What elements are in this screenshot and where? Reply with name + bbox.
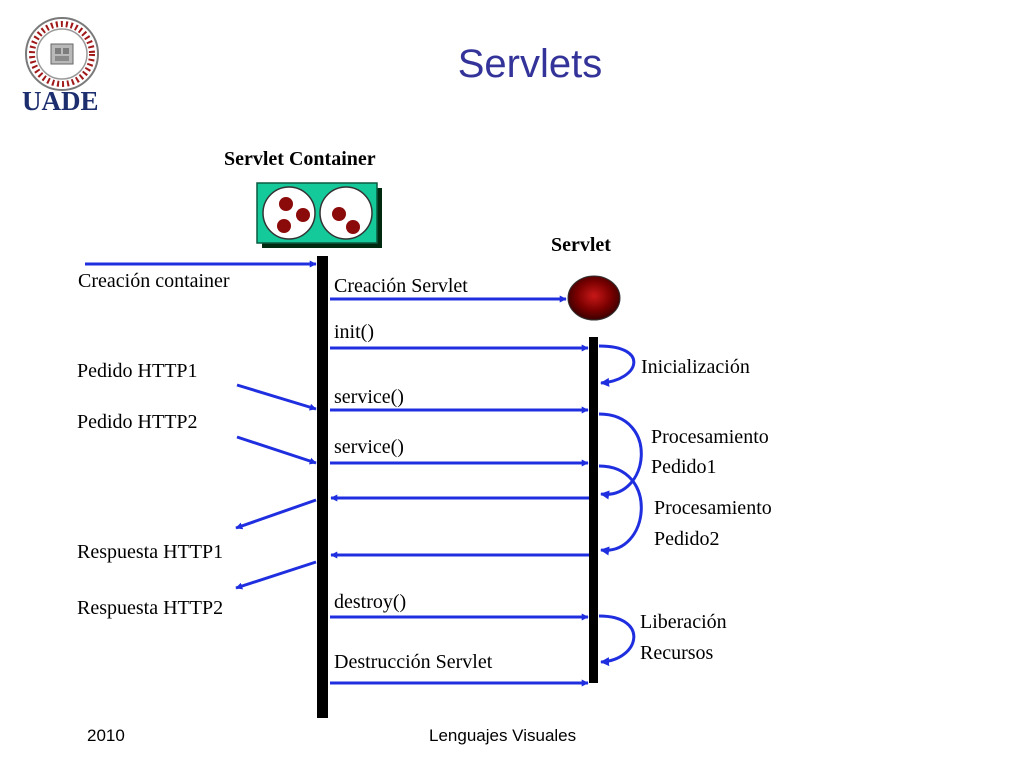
loop-inicializacion (598, 344, 636, 387)
label-creacion-container: Creación container (78, 270, 230, 292)
label-inicializacion: Inicialización (641, 356, 750, 378)
container-lifeline (317, 256, 328, 718)
label-recursos: Recursos (640, 642, 714, 664)
label-procesamiento-1: Procesamiento (651, 426, 769, 448)
label-init: init() (334, 321, 374, 343)
label-destroy: destroy() (334, 591, 407, 613)
footer-year: 2010 (87, 726, 125, 745)
university-seal-icon (25, 17, 99, 91)
arrow-pedido-http1 (236, 383, 317, 411)
label-pedido2: Pedido2 (654, 528, 720, 550)
servlet-object-icon (567, 275, 621, 321)
servlet-label: Servlet (551, 234, 611, 256)
servlet-lifeline (589, 337, 598, 683)
label-service-2: service() (334, 436, 404, 458)
servlet-container-label: Servlet Container (224, 148, 376, 170)
label-respuesta-http2: Respuesta HTTP2 (77, 597, 224, 619)
arrow-pedido-http2 (236, 435, 317, 465)
label-service-1: service() (334, 386, 404, 408)
label-pedido1: Pedido1 (651, 456, 717, 478)
footer-course: Lenguajes Visuales (429, 726, 577, 745)
label-procesamiento-2: Procesamiento (654, 497, 772, 519)
loop-procesamiento-pedido1 (598, 412, 643, 500)
label-creacion-servlet: Creación Servlet (334, 275, 468, 297)
arrow-respuesta-http1 (235, 498, 317, 530)
arrow-respuesta-http2 (235, 560, 317, 590)
page-title: Servlets (457, 42, 603, 86)
servlet-container-icon (256, 182, 382, 248)
label-liberacion: Liberación (640, 611, 727, 633)
loop-liberacion-recursos (598, 614, 636, 667)
loop-procesamiento-pedido2 (598, 464, 643, 556)
label-respuesta-http1: Respuesta HTTP1 (77, 541, 224, 563)
label-pedido-http1: Pedido HTTP1 (77, 360, 198, 382)
uade-logo-text: UADE (22, 86, 99, 116)
label-pedido-http2: Pedido HTTP2 (77, 411, 198, 433)
uade-logo (18, 16, 104, 124)
label-destruccion-servlet: Destrucción Servlet (334, 651, 493, 673)
